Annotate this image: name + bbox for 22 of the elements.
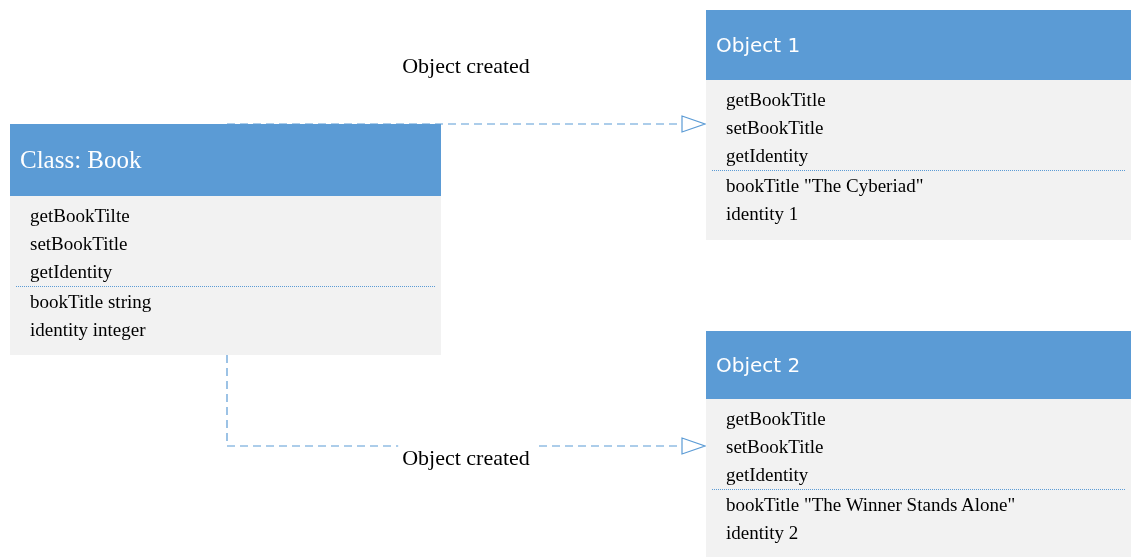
- method-text: setBookTitle: [726, 436, 824, 457]
- attribute-text: bookTitle "The Cyberiad": [726, 175, 924, 196]
- attribute-text: identity 1: [726, 203, 799, 224]
- attribute-text: bookTitle "The Winner Stands Alone": [726, 494, 1016, 515]
- method-text: getBookTilte: [30, 205, 130, 226]
- method-text: getBookTitle: [726, 89, 826, 110]
- header-text: Object 2: [716, 352, 801, 379]
- header-text: Object 1: [716, 32, 801, 59]
- attribute-text: bookTitle string: [30, 291, 152, 312]
- attribute-text: identity 2: [726, 522, 799, 543]
- method-text: getIdentity: [726, 145, 809, 166]
- header-text: Class: Book: [20, 145, 142, 176]
- class-box: [706, 10, 1131, 240]
- method-text: setBookTitle: [726, 117, 824, 138]
- method-text: getBookTitle: [726, 408, 826, 429]
- class-box: [706, 331, 1131, 557]
- method-text: getIdentity: [726, 464, 809, 485]
- class-box: [10, 124, 441, 355]
- attribute-text: identity integer: [30, 319, 146, 340]
- method-text: getIdentity: [30, 261, 113, 282]
- dashed-arrow: [226, 115, 706, 133]
- method-text: setBookTitle: [30, 233, 128, 254]
